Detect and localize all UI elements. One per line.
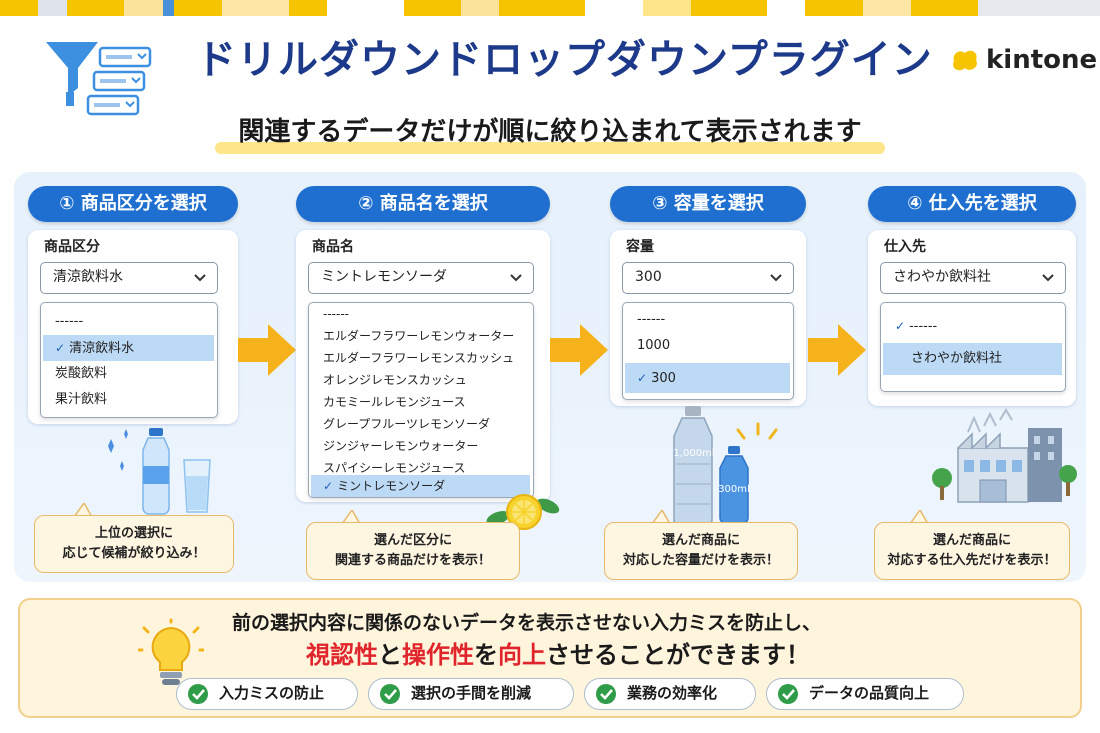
step-2-callout: 選んだ区分に関連する商品だけを表示！ bbox=[306, 522, 520, 580]
page-title: ドリルダウンドロップダウンプラグイン bbox=[196, 37, 933, 83]
benefit-message-line1: 前の選択内容に関係のないデータを表示させない入力ミスを防止し、 bbox=[232, 612, 822, 634]
subtitle-highlight bbox=[215, 142, 885, 154]
factory-illustration bbox=[932, 408, 1077, 503]
capacity-dropdown: ------ 1000 ✓300 bbox=[622, 302, 794, 400]
dropdown-option[interactable]: 果汁飲料 bbox=[55, 392, 108, 407]
bottles-illustration: 1,000ml 300ml bbox=[673, 406, 778, 527]
chevron-down-icon bbox=[770, 274, 782, 282]
dropdown-option[interactable]: ------ bbox=[55, 314, 84, 329]
supplier-dropdown: ✓------ さわやか飲料社 bbox=[880, 302, 1066, 392]
dropdown-option[interactable]: カモミールレモンジュース bbox=[323, 395, 466, 409]
step-2-card: 商品名 ミントレモンソーダ ------ エルダーフラワーレモンウォーター エル… bbox=[296, 230, 550, 502]
lightbulb-icon bbox=[138, 618, 204, 685]
field-label: 仕入先 bbox=[884, 239, 926, 255]
supplier-select[interactable]: さわやか飲料社 bbox=[880, 262, 1066, 294]
step-1-card: 商品区分 清涼飲料水 ------ ✓清涼飲料水 炭酸飲料 果汁飲料 bbox=[28, 230, 238, 424]
check-circle-icon bbox=[380, 684, 400, 704]
check-icon: ✓ bbox=[55, 341, 66, 355]
benefit-pill-3: 業務の効率化 bbox=[584, 678, 756, 710]
check-icon: ✓ bbox=[323, 479, 334, 493]
field-label: 商品名 bbox=[312, 239, 354, 255]
dropdown-option-selected[interactable]: ✓ミントレモンソーダ bbox=[311, 475, 530, 497]
subtitle-wrap: 関連するデータだけが順に絞り込まれて表示されます bbox=[215, 112, 885, 156]
dropdown-option[interactable]: ✓------ bbox=[895, 319, 938, 334]
dropdown-option[interactable]: 1000 bbox=[637, 338, 671, 353]
check-icon: ✓ bbox=[895, 319, 906, 333]
product-select[interactable]: ミントレモンソーダ bbox=[308, 262, 534, 294]
benefits-panel: 前の選択内容に関係のないデータを表示させない入力ミスを防止し、 視認性と操作性を… bbox=[18, 598, 1082, 718]
benefit-message-line2: 視認性と操作性を向上させることができます！ bbox=[306, 641, 810, 669]
lemon-illustration bbox=[486, 494, 560, 530]
arrow-right-icon bbox=[808, 324, 866, 376]
select-value: 300 bbox=[635, 269, 662, 285]
brand-name: kintone bbox=[986, 45, 1098, 75]
bottle-large-label: 1,000ml bbox=[673, 448, 714, 459]
header: ドリルダウンドロップダウンプラグイン kintone bbox=[0, 22, 1100, 116]
step-1-header: ① 商品区分を選択 bbox=[28, 186, 238, 222]
bottle-small-label: 300ml bbox=[718, 484, 750, 495]
dropdown-option[interactable]: オレンジレモンスカッシュ bbox=[323, 373, 467, 387]
dropdown-option-selected[interactable]: ✓清涼飲料水 bbox=[43, 335, 214, 361]
step-3-card: 容量 300 ------ 1000 ✓300 bbox=[610, 230, 806, 406]
step-4-callout: 選んだ商品に対応する仕入先だけを表示！ bbox=[874, 522, 1070, 580]
chevron-down-icon bbox=[510, 274, 522, 282]
step-3-header: ③ 容量を選択 bbox=[610, 186, 806, 222]
dropdown-option[interactable]: 炭酸飲料 bbox=[55, 366, 108, 381]
check-circle-icon bbox=[778, 684, 798, 704]
dropdown-option[interactable]: スパイシーレモンジュース bbox=[323, 461, 466, 475]
select-value: ミントレモンソーダ bbox=[321, 269, 447, 285]
check-circle-icon bbox=[188, 684, 208, 704]
field-label: 商品区分 bbox=[44, 239, 100, 255]
kintone-logo-icon bbox=[953, 50, 977, 71]
chevron-down-icon bbox=[194, 274, 206, 282]
dropdown-option[interactable]: ジンジャーレモンウォーター bbox=[323, 439, 479, 453]
dropdown-option[interactable]: エルダーフラワーレモンウォーター bbox=[323, 329, 515, 343]
step-1-callout: 上位の選択に応じて候補が絞り込み！ bbox=[34, 515, 234, 573]
water-bottle-glass-illustration bbox=[108, 428, 211, 515]
dropdown-option[interactable]: エルダーフラワーレモンスカッシュ bbox=[323, 351, 515, 365]
highlight-visibility: 視認性 bbox=[306, 641, 378, 669]
select-value: 清涼飲料水 bbox=[53, 269, 123, 285]
benefit-pill-4: データの品質向上 bbox=[766, 678, 964, 710]
capacity-select[interactable]: 300 bbox=[622, 262, 794, 294]
step-3-callout: 選んだ商品に対応した容量だけを表示！ bbox=[604, 522, 798, 580]
dropdown-option-selected[interactable]: ✓300 bbox=[625, 363, 790, 393]
select-value: さわやか飲料社 bbox=[893, 269, 991, 285]
dropdown-option[interactable]: ------ bbox=[637, 312, 666, 327]
field-label: 容量 bbox=[626, 239, 654, 255]
highlight-improve: 向上 bbox=[498, 641, 546, 669]
arrow-right-icon bbox=[550, 324, 608, 376]
benefit-pill-2: 選択の手間を削減 bbox=[368, 678, 574, 710]
top-stripe bbox=[0, 0, 1100, 16]
arrow-right-icon bbox=[238, 324, 296, 376]
funnel-filter-icon bbox=[46, 42, 152, 116]
dropdown-option-selected[interactable]: さわやか飲料社 bbox=[883, 343, 1062, 375]
highlight-operability: 操作性 bbox=[402, 641, 474, 669]
dropdown-option[interactable]: ------ bbox=[323, 307, 349, 321]
check-circle-icon bbox=[596, 684, 616, 704]
step-4-header: ④ 仕入先を選択 bbox=[868, 186, 1076, 222]
benefit-pill-1: 入力ミスの防止 bbox=[176, 678, 358, 710]
chevron-down-icon bbox=[1042, 274, 1054, 282]
brand: kintone bbox=[950, 42, 1097, 78]
category-dropdown: ------ ✓清涼飲料水 炭酸飲料 果汁飲料 bbox=[40, 302, 218, 418]
category-select[interactable]: 清涼飲料水 bbox=[40, 262, 218, 294]
product-dropdown: ------ エルダーフラワーレモンウォーター エルダーフラワーレモンスカッシュ… bbox=[308, 302, 534, 498]
step-4-card: 仕入先 さわやか飲料社 ✓------ さわやか飲料社 bbox=[868, 230, 1076, 406]
step-2-header: ② 商品名を選択 bbox=[296, 186, 550, 222]
dropdown-option[interactable]: グレープフルーツレモンソーダ bbox=[323, 417, 491, 431]
page-subtitle: 関連するデータだけが順に絞り込まれて表示されます bbox=[238, 117, 862, 147]
check-icon: ✓ bbox=[637, 371, 648, 385]
